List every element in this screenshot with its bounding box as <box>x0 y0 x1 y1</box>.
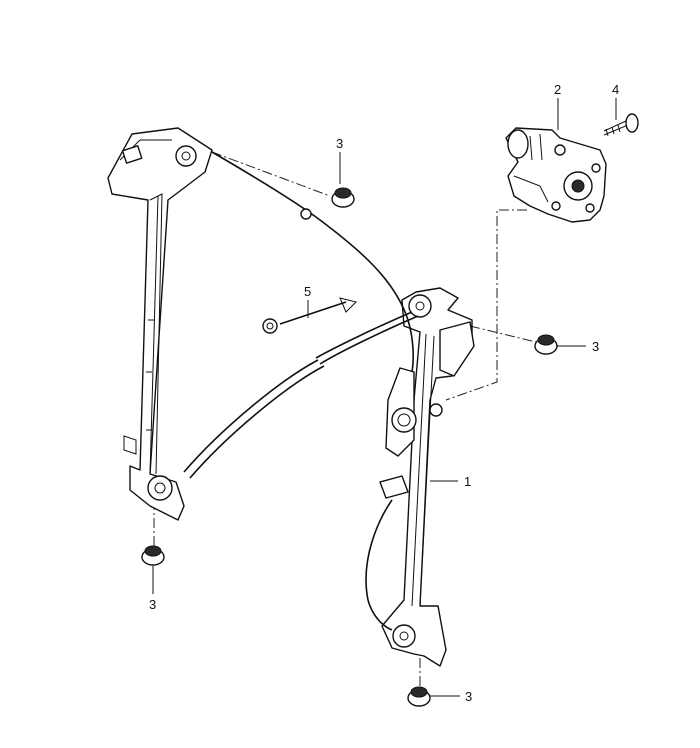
motor-screw <box>603 113 639 137</box>
nut-top <box>331 187 355 208</box>
cable-tie <box>262 297 357 334</box>
callout-nut-right: 3 <box>592 339 599 354</box>
right-guide-rail <box>379 287 475 667</box>
callout-nut-bottom: 3 <box>465 689 472 704</box>
nut-right <box>534 334 558 355</box>
leader-lines <box>152 98 617 697</box>
left-guide-rail <box>107 127 213 521</box>
window-motor <box>505 127 607 223</box>
assembly-lines <box>153 151 541 690</box>
nut-bottom <box>407 686 431 707</box>
callout-motor: 2 <box>554 82 561 97</box>
callout-nut-top: 3 <box>336 136 343 151</box>
nut-left <box>141 545 165 566</box>
callout-regulator: 1 <box>464 474 471 489</box>
callout-cable-tie: 5 <box>304 284 311 299</box>
callout-nut-left: 3 <box>149 597 156 612</box>
regulator-cables <box>183 151 419 631</box>
callout-screw: 4 <box>612 82 619 97</box>
